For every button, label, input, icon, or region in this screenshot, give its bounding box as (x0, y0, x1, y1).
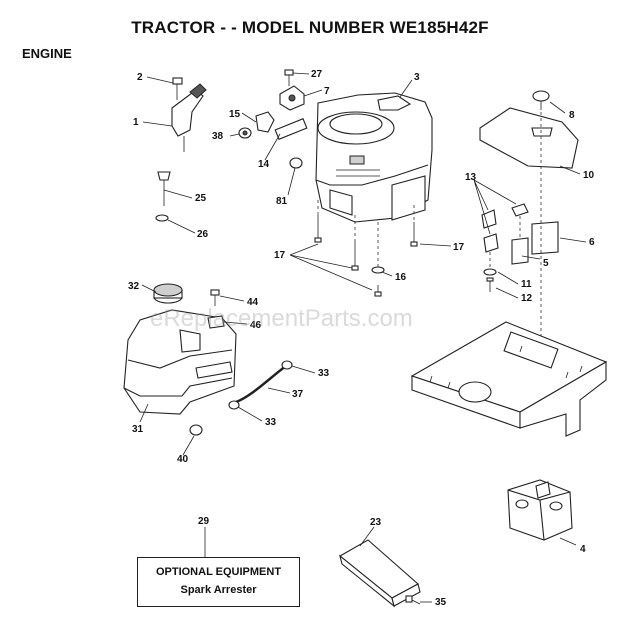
callout-8: 8 (569, 110, 575, 121)
callout-12: 12 (521, 293, 533, 304)
bolt-12-part[interactable] (486, 277, 494, 292)
elbow-fitting-part[interactable] (255, 111, 275, 133)
clip-part[interactable] (481, 203, 529, 253)
callout-14: 14 (258, 159, 270, 170)
callout-17: 17 (274, 250, 286, 261)
hose-clamp-part[interactable] (228, 360, 293, 410)
bolt-part[interactable] (172, 77, 183, 100)
nut-40-part[interactable] (189, 424, 203, 436)
dipstick-part[interactable] (157, 171, 171, 206)
fuel-cap-part[interactable] (153, 283, 183, 304)
screw-part[interactable] (284, 69, 294, 86)
washer-11-part[interactable] (483, 268, 497, 276)
callout-16: 16 (395, 272, 407, 283)
callout-44: 44 (247, 297, 259, 308)
callout-5: 5 (543, 258, 549, 269)
callout-81: 81 (276, 196, 288, 207)
callout-13: 13 (465, 172, 477, 183)
watermark: eReplacementParts.com (150, 305, 413, 332)
callout-33: 33 (318, 368, 330, 379)
optional-equipment-item: Spark Arrester (180, 584, 257, 596)
callout-46: 46 (250, 320, 262, 331)
o-ring-part[interactable] (155, 214, 169, 222)
callout-17: 17 (453, 242, 465, 253)
fuel-line-part[interactable] (235, 364, 287, 404)
leader-lines (139, 72, 587, 603)
callout-25: 25 (195, 193, 207, 204)
spark-arrester-part[interactable] (339, 539, 421, 608)
spacer-part[interactable] (511, 237, 529, 265)
callout-6: 6 (589, 237, 595, 248)
callout-10: 10 (583, 170, 595, 181)
callout-27: 27 (311, 69, 323, 80)
callout-38: 38 (212, 131, 224, 142)
callout-31: 31 (132, 424, 144, 435)
heat-shield-part[interactable] (479, 107, 579, 169)
nut-part[interactable] (238, 127, 252, 139)
callout-labels: 2 1 3 4 5 6 7 8 10 11 12 13 14 15 16 17 … (128, 69, 595, 608)
screw-44-part[interactable] (210, 289, 220, 306)
callout-37: 37 (292, 389, 304, 400)
callout-11: 11 (521, 279, 532, 290)
hose-nipple-part[interactable] (274, 118, 308, 140)
page-title: TRACTOR - - MODEL NUMBER WE185H42F (131, 18, 489, 37)
engine-part[interactable] (315, 92, 433, 223)
throttle-bracket-part[interactable] (171, 83, 207, 152)
callout-35: 35 (435, 597, 447, 608)
callout-32: 32 (128, 281, 140, 292)
callout-7: 7 (324, 86, 330, 97)
callout-3: 3 (414, 72, 420, 83)
knob-part[interactable] (532, 90, 550, 110)
callout-4: 4 (580, 544, 586, 555)
callout-26: 26 (197, 229, 209, 240)
callout-15: 15 (229, 109, 241, 120)
fuel-pump-bracket-part[interactable] (279, 85, 305, 111)
muffler-part[interactable] (507, 479, 573, 541)
tractor-frame (410, 321, 608, 437)
optional-equipment-box: OPTIONAL EQUIPMENT Spark Arrester (137, 557, 300, 607)
callout-40: 40 (177, 454, 189, 465)
optional-equipment-title: OPTIONAL EQUIPMENT (155, 566, 282, 578)
screw-35-part[interactable] (405, 595, 421, 605)
callout-29: 29 (198, 516, 210, 527)
callout-33: 33 (265, 417, 277, 428)
engine-bolt-part[interactable] (314, 215, 418, 297)
callout-23: 23 (370, 517, 382, 528)
section-label: ENGINE (22, 46, 72, 61)
callout-2: 2 (137, 72, 143, 83)
support-part[interactable] (531, 221, 559, 255)
fuel-tank-part[interactable] (123, 309, 237, 415)
callout-1: 1 (133, 117, 139, 128)
nut-81-part[interactable] (289, 157, 303, 169)
clamp-46-part[interactable] (207, 315, 225, 329)
